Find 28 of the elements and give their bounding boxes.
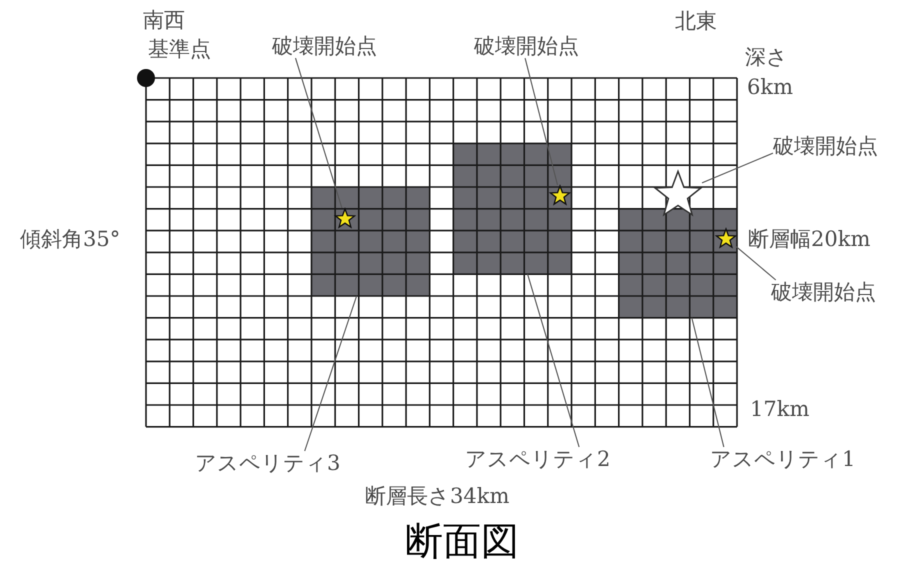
callout-label: アスペリティ3 (195, 451, 340, 476)
axis-label: 17km (750, 397, 810, 422)
axis-label: 6km (747, 75, 793, 100)
axis-label: 断層長さ34km (365, 484, 510, 508)
star-icon (716, 228, 736, 248)
large-star-icon (654, 169, 702, 217)
leader-line (294, 58, 342, 208)
leader-line (736, 246, 776, 280)
star-icon (334, 208, 355, 228)
callout-label: 破壊開始点 (771, 280, 876, 304)
callout-label: 破壊開始点 (474, 34, 579, 58)
leader-line (702, 152, 774, 184)
callout-label: アスペリティ1 (710, 447, 856, 472)
callout-label: 破壊開始点 (272, 34, 377, 58)
axis-label: 断層幅20km (748, 227, 870, 252)
leader-line (524, 58, 558, 186)
axis-label: 基準点 (148, 37, 211, 62)
axis-label: 南西 (143, 8, 185, 32)
star-icon (550, 184, 570, 205)
leader-line (527, 274, 580, 448)
axis-label: 北東 (675, 9, 717, 34)
axis-label: 深さ (745, 45, 788, 70)
leader-line (304, 296, 358, 452)
callout-label: 破壊開始点 (773, 134, 878, 158)
leader-line (691, 318, 724, 448)
axis-label: 傾斜角35° (20, 227, 120, 252)
callout-label: アスペリティ2 (465, 447, 610, 472)
caption: 断面図 (404, 520, 520, 564)
